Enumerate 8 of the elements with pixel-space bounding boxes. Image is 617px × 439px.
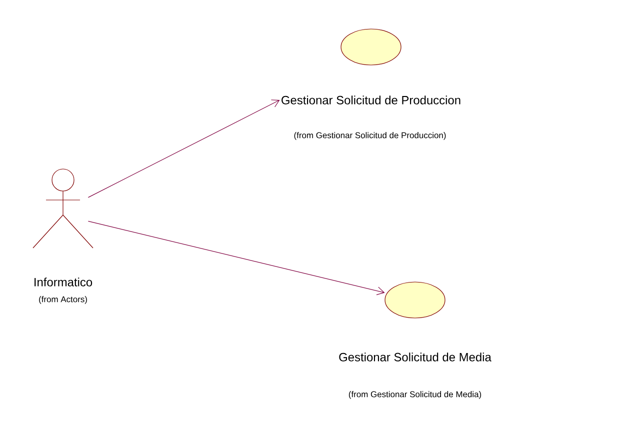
use-case-name: Gestionar Solicitud de Media — [339, 352, 492, 362]
use-case-name: Gestionar Solicitud de Produccion — [282, 96, 460, 104]
arrow — [88, 220, 385, 296]
package-note: (from Gestionar Solicitud de Media) — [348, 391, 482, 399]
arrow — [88, 100, 280, 198]
use-case-name: Informatico — [34, 278, 92, 286]
package-note: (from Actors) — [39, 296, 87, 304]
package-note: (from Gestionar Solicitud de Produccion) — [294, 132, 446, 140]
